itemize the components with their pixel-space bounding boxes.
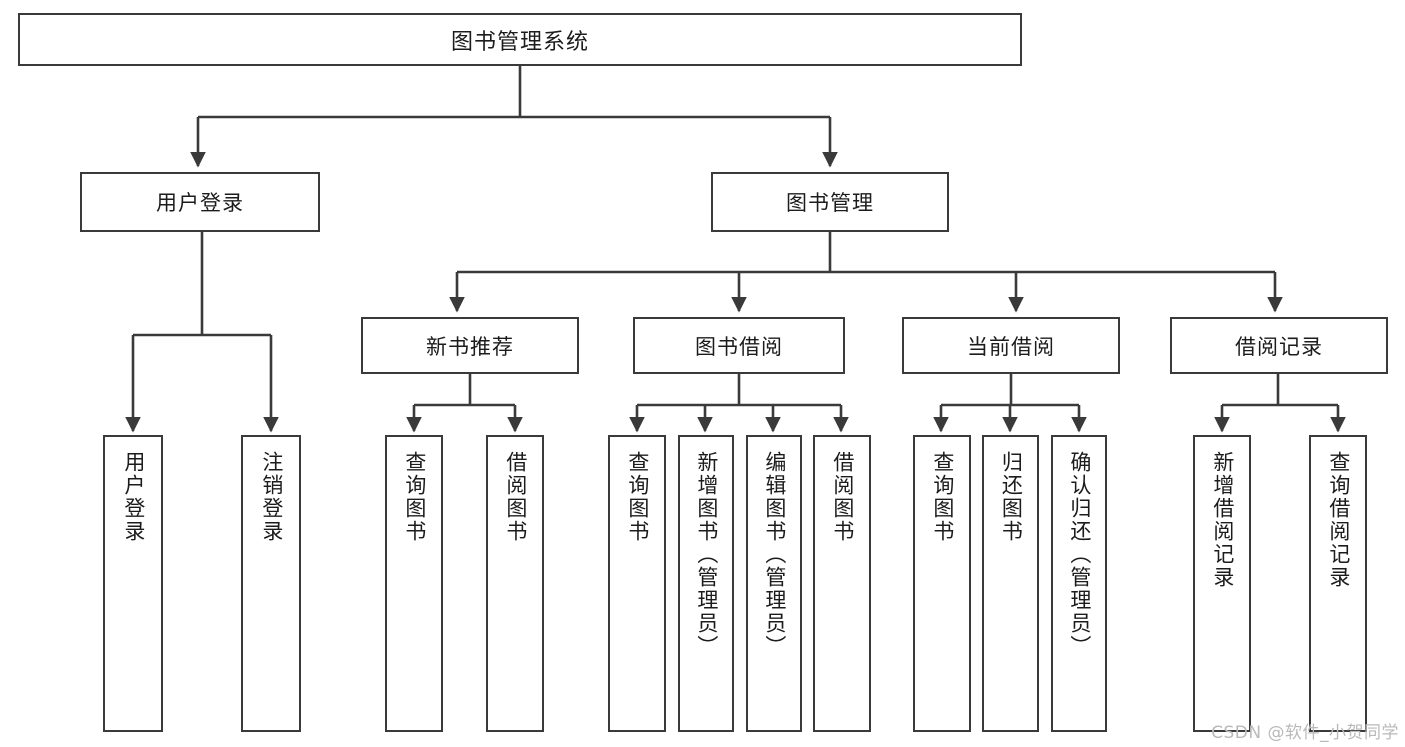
leaf-label: 借阅图书: [830, 451, 855, 543]
leaf-new-book-borrow[interactable]: 借阅图书: [486, 435, 544, 732]
node-root-system[interactable]: 图书管理系统: [18, 13, 1022, 66]
leaf-current-query-book[interactable]: 查询图书: [913, 435, 971, 732]
node-label: 新书推荐: [426, 334, 514, 359]
leaf-user-login-logout[interactable]: 注销登录: [241, 435, 301, 732]
node-label: 图书借阅: [695, 334, 783, 359]
node-user-login[interactable]: 用户登录: [80, 172, 320, 232]
node-label: 当前借阅: [967, 334, 1055, 359]
leaf-label: 确认归还（管理员）: [1067, 451, 1092, 658]
node-label: 用户登录: [156, 191, 244, 215]
node-current-borrow[interactable]: 当前借阅: [902, 317, 1120, 374]
leaf-borrow-query-book[interactable]: 查询图书: [608, 435, 666, 732]
leaf-record-query-record[interactable]: 查询借阅记录: [1309, 435, 1367, 732]
leaf-current-confirm-return[interactable]: 确认归还（管理员）: [1051, 435, 1107, 732]
leaf-new-book-query[interactable]: 查询图书: [385, 435, 443, 732]
leaf-current-return-book[interactable]: 归还图书: [982, 435, 1039, 732]
leaf-record-add-record[interactable]: 新增借阅记录: [1193, 435, 1251, 732]
leaf-label: 新增借阅记录: [1210, 451, 1235, 589]
csdn-watermark: CSDN @软件_小贺同学: [1211, 723, 1399, 743]
leaf-label: 查询图书: [930, 451, 955, 543]
leaf-borrow-borrow-book[interactable]: 借阅图书: [813, 435, 871, 732]
leaf-borrow-add-book[interactable]: 新增图书（管理员）: [678, 435, 734, 732]
node-borrow-record[interactable]: 借阅记录: [1170, 317, 1388, 374]
leaf-label: 查询图书: [625, 451, 650, 543]
leaf-label: 查询借阅记录: [1326, 451, 1351, 589]
leaf-label: 查询图书: [402, 451, 427, 543]
node-label: 图书管理: [786, 191, 874, 215]
leaf-user-login-login[interactable]: 用户登录: [103, 435, 163, 732]
node-new-book-recommend[interactable]: 新书推荐: [361, 317, 579, 374]
node-book-management[interactable]: 图书管理: [711, 172, 949, 232]
node-book-borrow[interactable]: 图书借阅: [633, 317, 845, 374]
leaf-borrow-edit-book[interactable]: 编辑图书（管理员）: [746, 435, 802, 732]
node-label: 图书管理系统: [450, 29, 589, 55]
leaf-label: 归还图书: [999, 451, 1024, 543]
leaf-label: 新增图书（管理员）: [694, 451, 719, 658]
leaf-label: 注销登录: [259, 451, 284, 543]
leaf-label: 编辑图书（管理员）: [762, 451, 787, 658]
node-label: 借阅记录: [1235, 334, 1323, 359]
leaf-label: 借阅图书: [503, 451, 528, 543]
leaf-label: 用户登录: [121, 451, 146, 543]
